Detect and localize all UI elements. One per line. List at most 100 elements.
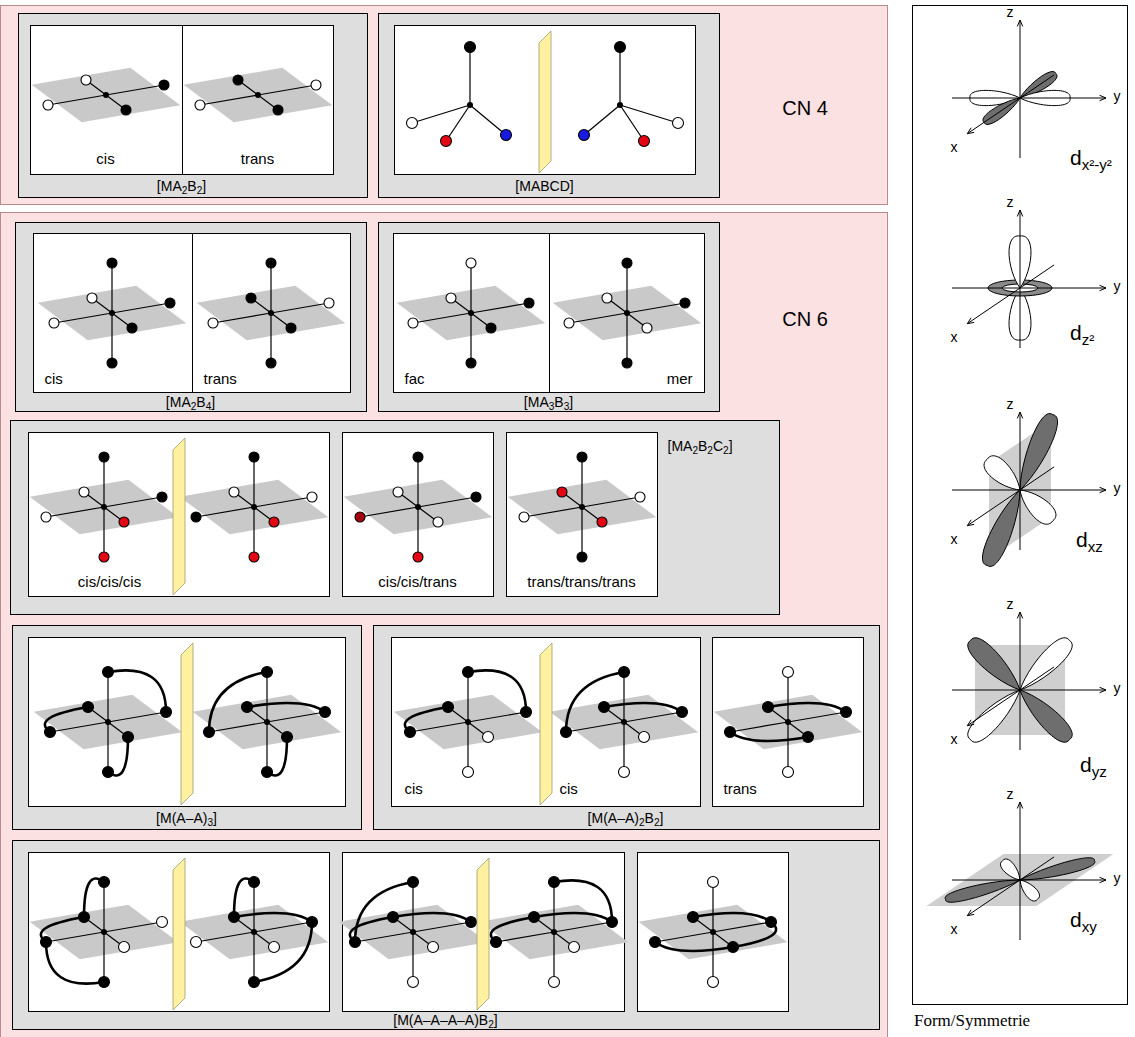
orbital-panel: dx²-y²dz²dxzdyzdxy xyxy=(912,5,1128,1005)
complex-structure xyxy=(34,667,183,778)
formula-subscript: 2 xyxy=(488,1019,494,1030)
bond xyxy=(410,722,468,732)
isomer-label: mer xyxy=(667,371,693,388)
orbital-lobe xyxy=(945,880,1020,902)
ligand-atom xyxy=(49,318,59,328)
axis-line xyxy=(967,467,1054,526)
axis-line xyxy=(967,265,1054,324)
ligand-atom xyxy=(269,517,279,527)
panel-fill xyxy=(393,233,550,393)
orbital-lobe xyxy=(968,690,1020,742)
formula-part: [M(A–A) xyxy=(156,810,207,826)
isomer-panel: cis trans [MA2B4] xyxy=(15,222,367,412)
bond xyxy=(254,497,312,507)
coordination-region: cistrans[MA2B2][MABCD]CN 4 xyxy=(0,5,888,205)
formula-subscript: 2 xyxy=(692,445,698,456)
bond xyxy=(712,932,713,982)
formula-label: [MA2B4] xyxy=(166,395,215,410)
bond xyxy=(470,313,471,363)
metal-atom xyxy=(410,929,416,935)
bond xyxy=(271,303,329,313)
axis-label: y xyxy=(1114,279,1121,294)
formula-part: B xyxy=(698,438,707,454)
chelate-arc xyxy=(566,672,624,732)
ligand-atom xyxy=(413,552,423,562)
isomer-box: cis/cis/trans xyxy=(342,432,494,597)
ligand-atom xyxy=(249,452,259,462)
ligand-atom xyxy=(491,937,502,948)
formula-part: [M(A–A–A–A)B xyxy=(393,1012,488,1028)
bond xyxy=(619,47,620,105)
ligand-atom xyxy=(41,512,51,522)
bond xyxy=(566,722,624,732)
bond xyxy=(258,85,316,95)
ligand-atom xyxy=(208,318,218,328)
isomer-label: trans/trans/trans xyxy=(527,574,635,591)
formula-label: [MA2B2C2] xyxy=(668,439,733,454)
isomer-box: cis/cis/cis xyxy=(28,432,330,597)
isomer-box: trans xyxy=(192,233,351,393)
axis-arrowhead xyxy=(1017,612,1022,618)
ligand-atom xyxy=(577,552,587,562)
axis-label: z xyxy=(1007,195,1014,210)
axis-line xyxy=(952,288,1106,289)
metal-atom xyxy=(101,504,107,510)
ligand-atom xyxy=(708,977,719,988)
metal-atom xyxy=(103,92,109,98)
axis-label: y xyxy=(1114,681,1121,696)
ligand-atom xyxy=(650,937,661,948)
axis-arrowhead xyxy=(967,128,974,134)
panel-fill xyxy=(182,25,334,175)
bond xyxy=(418,497,476,507)
tetrahedral-complex xyxy=(407,42,512,147)
formula-part: ] xyxy=(660,810,664,826)
bond xyxy=(581,457,582,507)
isomer-label: cis xyxy=(45,371,63,388)
formula-subscript: 2 xyxy=(654,817,660,828)
ligand-atom xyxy=(324,298,334,308)
ligand-atom xyxy=(83,702,94,713)
mirror-plane xyxy=(181,643,193,805)
ligand-atom xyxy=(81,75,91,85)
ligand-atom xyxy=(195,100,205,110)
ligand-atom xyxy=(355,512,365,522)
axis-label: y xyxy=(1114,89,1121,104)
bond xyxy=(446,105,470,141)
axis-label: z xyxy=(1007,787,1014,802)
ligand-atom xyxy=(635,492,645,502)
ligand-atom xyxy=(561,727,572,738)
mirror-plane xyxy=(173,858,185,1010)
isomer-label: fac xyxy=(405,371,425,388)
ligand-atom xyxy=(165,298,175,308)
axis-line xyxy=(967,75,1054,134)
bond xyxy=(788,712,846,722)
mirror-plane xyxy=(540,643,552,805)
ligand-atom xyxy=(564,318,574,328)
ligand-atom xyxy=(233,75,243,85)
ligand-atom xyxy=(639,136,650,147)
panel-fill xyxy=(373,625,880,830)
complex-structure xyxy=(184,68,333,123)
axis-arrowhead xyxy=(1017,412,1022,418)
ligand-atom xyxy=(229,487,239,497)
isomer-panel: ciscistrans[M(A–A)2B2] xyxy=(373,625,880,830)
ligand-atom xyxy=(607,917,618,928)
ligand-atom xyxy=(119,517,129,527)
orbital-lobe xyxy=(984,456,1020,490)
ligand-atom xyxy=(688,912,699,923)
isomer-label: cis/cis/cis xyxy=(78,574,141,591)
ligand-atom xyxy=(273,105,283,115)
isomer-label: cis/cis/trans xyxy=(378,574,456,591)
panel-fill xyxy=(0,212,888,1037)
chelate-arc xyxy=(693,913,771,922)
ligand-atom xyxy=(408,877,419,888)
ligand-atom xyxy=(529,912,540,923)
ligand-atom xyxy=(157,492,167,502)
ligand-atom xyxy=(99,877,110,888)
bond xyxy=(554,922,612,932)
panel-fill xyxy=(912,5,1128,1005)
axis-arrowhead xyxy=(1100,487,1106,492)
panel-fill xyxy=(378,222,720,412)
ligand-atom xyxy=(803,732,814,743)
chelate-arc xyxy=(468,670,526,712)
